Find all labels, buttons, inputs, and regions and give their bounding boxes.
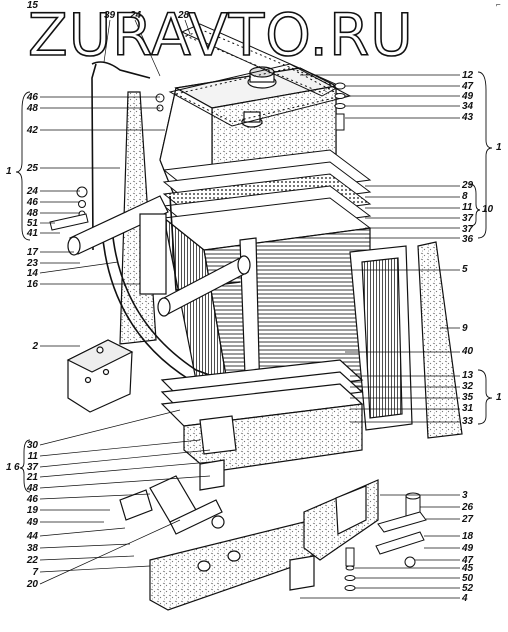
callout-34: 34: [462, 101, 474, 112]
callout-13: 13: [462, 370, 474, 381]
leader-lines: [39, 19, 460, 599]
callout-33: 33: [462, 416, 474, 427]
callout-5: 5: [462, 264, 468, 275]
callout-31: 31: [462, 403, 474, 414]
core-plates: [162, 149, 372, 251]
callout-50: 50: [462, 573, 474, 584]
callout-37: 37: [462, 213, 474, 224]
callout-29: 29: [462, 180, 474, 191]
callout-22: 22: [26, 555, 38, 566]
group-label-left-lower-b: 6: [14, 462, 20, 473]
callout-12: 12: [462, 70, 474, 81]
callout-37: 37: [26, 462, 38, 473]
callout-41: 41: [26, 228, 38, 239]
callout-17: 17: [26, 247, 38, 258]
corner-mark: ⌐: [496, 0, 501, 9]
callout-49: 49: [462, 91, 474, 102]
callout-52: 52: [462, 583, 474, 594]
callout-28: 28: [178, 10, 190, 21]
callout-36: 36: [462, 234, 474, 245]
callout-38: 38: [26, 543, 38, 554]
mounting-bar-4: [149, 519, 315, 611]
callout-48: 48: [26, 103, 38, 114]
callout-9: 9: [462, 323, 468, 334]
rod-39: [91, 61, 151, 251]
callout-35: 35: [462, 392, 474, 403]
callout-25: 25: [26, 163, 38, 174]
callout-23: 23: [26, 258, 38, 269]
callout-43: 43: [462, 112, 474, 123]
callout-19: 19: [26, 505, 38, 516]
callout-51: 51: [26, 218, 38, 229]
bolts-left: [49, 93, 165, 231]
callout-15: 15: [26, 0, 38, 11]
callout-30: 30: [26, 440, 38, 451]
callout-46: 46: [26, 197, 38, 208]
bracket-2: [66, 339, 134, 413]
callout-8: 8: [462, 191, 468, 202]
callout-21: 21: [26, 472, 38, 483]
group-label-left-upper: 1: [6, 166, 12, 177]
callout-11: 11: [27, 451, 38, 462]
callout-46: 46: [26, 494, 38, 505]
callout-45: 45: [462, 563, 474, 574]
callout-4: 4: [462, 593, 468, 604]
callout-46: 46: [26, 92, 38, 103]
callout-3: 3: [462, 490, 468, 501]
callout-2: 2: [32, 341, 38, 352]
callout-44: 44: [26, 531, 38, 542]
bottom-tank: [160, 359, 364, 473]
callout-48: 48: [26, 483, 38, 494]
callout-24: 24: [130, 10, 142, 21]
callout-11: 11: [462, 202, 473, 213]
callout-7: 7: [32, 567, 38, 578]
callout-27: 27: [462, 514, 474, 525]
watermark: ZURAVTO.RU: [27, 1, 414, 69]
group-label-right-mid: 10: [482, 204, 494, 215]
group-label-right-upper: 1: [496, 142, 502, 153]
callout-48: 48: [26, 208, 38, 219]
bolts-top-right: [334, 82, 346, 131]
callout-20: 20: [26, 579, 38, 590]
pipes-left: [67, 195, 251, 317]
callout-39: 39: [104, 10, 116, 21]
outlet-pipe: [119, 459, 225, 535]
group-label-right-lower: 1: [496, 392, 502, 403]
right-panels: [349, 241, 463, 439]
bracket-3: [303, 479, 379, 561]
group-label-left-lower-a: 1: [6, 462, 12, 473]
group-braces: [15, 71, 493, 493]
callout-14: 14: [26, 268, 38, 279]
callout-32: 32: [462, 381, 474, 392]
callout-49: 49: [26, 517, 38, 528]
callout-47: 47: [462, 81, 474, 92]
callout-40: 40: [462, 346, 474, 357]
callout-49: 49: [462, 543, 474, 554]
callout-26: 26: [462, 502, 474, 513]
callout-37: 37: [462, 224, 474, 235]
callout-24: 24: [26, 186, 38, 197]
callout-16: 16: [26, 279, 38, 290]
small-parts: [344, 492, 427, 591]
callout-47: 47: [462, 555, 474, 566]
callout-42: 42: [26, 125, 38, 136]
callout-18: 18: [462, 531, 474, 542]
